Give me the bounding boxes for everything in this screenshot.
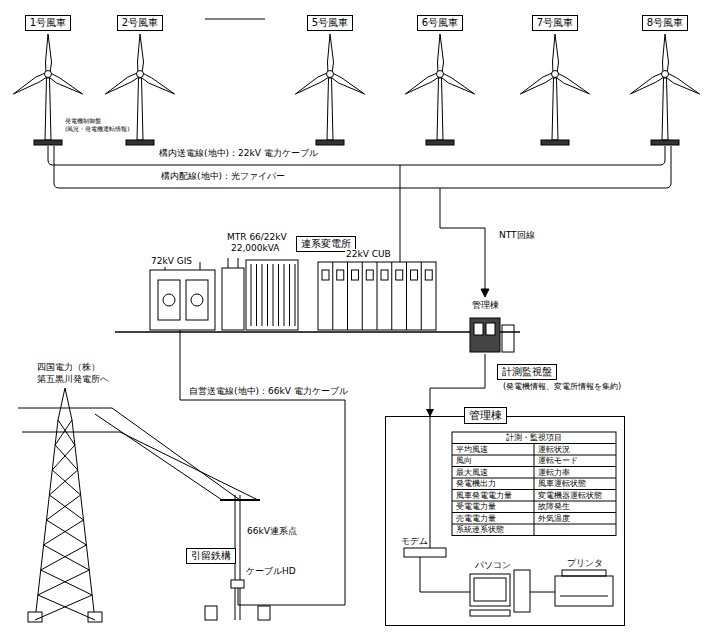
part-label: (風況・発電機運転情報)	[64, 125, 131, 132]
turbine-tower	[662, 78, 668, 140]
table-cell: 売電電力量	[455, 514, 497, 523]
wind-turbine	[295, 34, 364, 145]
part-label: MTR 66/22kV	[226, 232, 288, 243]
turbine-base	[426, 140, 454, 145]
turbine-blade	[630, 72, 666, 94]
label-box: 2号風車	[117, 11, 163, 31]
turbine-blade	[139, 72, 175, 94]
label-box: 7号風車	[532, 11, 578, 31]
box-title: 1号風車	[25, 15, 71, 31]
turbine-tower	[45, 78, 51, 140]
part-label: NTT回線	[498, 230, 536, 241]
wind-turbine	[405, 34, 474, 145]
wind-turbine	[520, 34, 589, 145]
part-label: ケーブルHD	[245, 566, 297, 577]
turbine-blade	[520, 72, 556, 94]
label-box: 1号風車	[25, 11, 71, 31]
turbine-tower	[327, 78, 333, 140]
table-cell: 受電電力量	[455, 502, 497, 511]
table-cell: 発電機出力	[455, 479, 497, 488]
label-box: 引留鉄構	[186, 544, 236, 564]
box-title: 5号風車	[307, 15, 353, 31]
box-title: 管理棟	[464, 407, 507, 424]
turbine-blade	[138, 34, 144, 74]
turbine-blade	[553, 34, 559, 74]
turbine-blade	[554, 72, 590, 94]
turbine-blade	[46, 34, 52, 74]
turbine-hub	[45, 71, 52, 78]
box-title: 7号風車	[532, 15, 578, 31]
box-title: 6号風車	[417, 15, 463, 31]
box-title: 計測監視盤	[497, 364, 557, 380]
part-label: 第五黒川発電所へ	[36, 374, 110, 385]
building-name: 管理棟	[463, 300, 507, 311]
table-cell: 運転状況	[537, 445, 571, 454]
table-cell: 平均風速	[455, 445, 489, 454]
turbine-blade	[329, 72, 365, 94]
turbine-blade	[664, 72, 700, 94]
part-label: 22kV CUB	[345, 249, 392, 260]
part-label: モデム	[400, 536, 429, 547]
label-box: 8号風車	[642, 11, 688, 31]
box-title: 引留鉄構	[186, 548, 236, 564]
turbine-tower	[437, 78, 443, 140]
part-label: 構内配線(地中)：光ファイバー	[160, 171, 286, 182]
turbine-tower	[137, 78, 143, 140]
turbine-hub	[137, 71, 144, 78]
turbine-hub	[327, 71, 334, 78]
part-label: 自営送電線(地中)：66kV 電力ケーブル	[188, 386, 349, 397]
table-cell: 故障発生	[537, 502, 571, 511]
wind-turbine	[630, 34, 699, 145]
turbine-blade	[405, 72, 441, 94]
table-cell: 最大風速	[455, 468, 489, 477]
table-cell: 外気温度	[537, 514, 571, 523]
turbine-blade	[438, 34, 444, 74]
turbine-blade	[439, 72, 475, 94]
turbine-base	[126, 140, 154, 145]
table-cell: 変電機器運転状態	[537, 491, 603, 500]
building-icon: 管理棟	[463, 300, 507, 354]
turbine-blade	[328, 34, 334, 74]
box-note: (発電機情報、変電所情報を集約)	[503, 382, 621, 392]
table-cell: 運転力率	[537, 468, 571, 477]
turbine-base	[651, 140, 679, 145]
turbine-hub	[662, 71, 669, 78]
part-label: 発電機制御盤	[64, 117, 102, 124]
table-cell: 風車発電電力量	[455, 491, 513, 500]
part-label: 構内送電線(地中)：22kV 電力ケーブル	[158, 148, 319, 159]
part-label: 22,000kVA	[230, 243, 280, 254]
turbine-hub	[552, 71, 559, 78]
part-label: パソコン	[474, 560, 512, 571]
box-title: 2号風車	[117, 15, 163, 31]
turbine-tower	[552, 78, 558, 140]
box-title: 8号風車	[642, 15, 688, 31]
building-box: 管理棟	[385, 416, 625, 626]
turbine-base	[34, 140, 62, 145]
label-box: 6号風車	[417, 11, 463, 31]
table-cell: 計測・監視項目	[505, 433, 563, 442]
turbine-base	[541, 140, 569, 145]
table-cell: 運転モード	[537, 456, 579, 465]
part-label: 66kV連系点	[246, 526, 298, 537]
part-label: プリンタ	[566, 558, 604, 569]
turbine-blade	[295, 72, 331, 94]
table-cell: 風車運転状態	[537, 479, 587, 488]
part-label: 四国電力（株）	[36, 362, 101, 373]
turbine-blade	[13, 72, 49, 94]
turbine-hub	[437, 71, 444, 78]
table-cell: 系統連系状態	[455, 525, 505, 534]
part-label: 72kV GIS	[150, 256, 193, 267]
turbine-base	[316, 140, 344, 145]
turbine-blade	[47, 72, 83, 94]
turbine-blade	[663, 34, 669, 74]
table-cell: 風向	[455, 456, 473, 465]
label-box: 5号風車	[307, 11, 353, 31]
turbine-blade	[105, 72, 141, 94]
label-box: 計測監視盤 (発電機情報、変電所情報を集約)	[497, 360, 621, 392]
